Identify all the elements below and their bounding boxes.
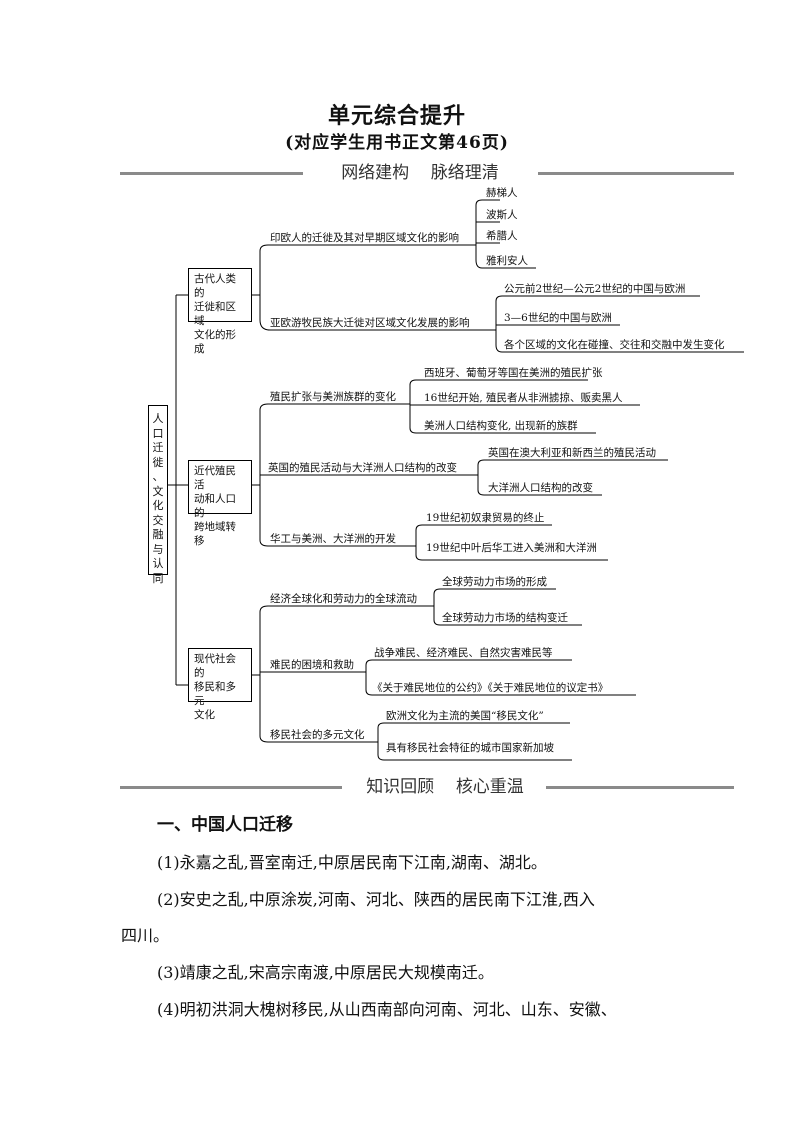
- branch-label-line: 迁徙和区域: [194, 301, 236, 327]
- leaf-node: 各个区域的文化在碰撞、交往和交融中发生变化: [504, 339, 725, 351]
- leaf-node: 3—6世纪的中国与欧洲: [504, 312, 612, 324]
- sub-node: 殖民扩张与美洲族群的变化: [270, 391, 396, 403]
- root-char: 交: [152, 513, 164, 527]
- root-char: 与: [152, 542, 164, 556]
- root-char: 文: [152, 484, 164, 498]
- leaf-node: 战争难民、经济难民、自然灾害难民等: [374, 647, 553, 659]
- banner-rule-right: [546, 786, 734, 789]
- root-char: 认: [152, 557, 164, 570]
- branch-label-line: 文化的形成: [194, 329, 236, 355]
- body-paragraph: (1)永嘉之乱,晋室南迁,中原居民南下江南,湖南、湖北。: [157, 853, 547, 872]
- branch-modern-colonial: 近代殖民活 动和人口的 跨地域转移: [188, 460, 252, 547]
- sub-node: 华工与美洲、大洋洲的开发: [270, 533, 396, 545]
- leaf-node: 《关于难民地位的公约》《关于难民地位的议定书》: [372, 682, 609, 694]
- root-char: 同: [152, 571, 164, 585]
- sub-node: 移民社会的多元文化: [270, 729, 365, 741]
- sub-node: 英国的殖民活动与大洋洲人口结构的改变: [268, 462, 457, 474]
- leaf-node: 19世纪初奴隶贸易的终止: [426, 512, 545, 524]
- leaf-node: 西班牙、葡萄牙等国在美洲的殖民扩张: [424, 367, 603, 379]
- mindmap-root: 人 口 迁 徙 、 文 化 交 融 与 认 同: [148, 405, 168, 585]
- body-paragraph: (4)明初洪洞大槐树移民,从山西南部向河南、河北、山东、安徽、: [157, 1000, 617, 1019]
- branch-contemporary-migration: 现代社会的 移民和多元 文化: [188, 648, 252, 721]
- leaf-node: 希腊人: [486, 230, 518, 242]
- root-char: 迁: [152, 441, 164, 454]
- leaf-node: 波斯人: [486, 209, 518, 221]
- leaf-node: 全球劳动力市场的形成: [442, 576, 547, 588]
- leaf-node: 16世纪开始, 殖民者从非洲掳掠、贩卖黑人: [424, 392, 623, 404]
- banner-right-text: 核心重温: [455, 777, 524, 797]
- leaf-node: 全球劳动力市场的结构变迁: [442, 612, 568, 624]
- branch-label-line: 动和人口的: [194, 493, 236, 519]
- leaf-node: 英国在澳大利亚和新西兰的殖民活动: [488, 447, 656, 459]
- branch-label-line: 文化: [194, 709, 215, 721]
- banner-rule-left: [120, 172, 303, 175]
- sub-node: 印欧人的迁徙及其对早期区域文化的影响: [270, 232, 459, 244]
- branch-ancient-migration: 古代人类的 迁徙和区域 文化的形成: [188, 268, 252, 355]
- banner-rule-right: [538, 172, 734, 175]
- leaf-node: 具有移民社会特征的城市国家新加坡: [386, 742, 554, 754]
- banner-label: 知识回顾 核心重温: [350, 774, 540, 800]
- branch-label-line: 近代殖民活: [194, 465, 236, 491]
- banner-left-text: 知识回顾: [366, 777, 435, 797]
- page-subtitle: (对应学生用书正文第46页): [285, 133, 509, 153]
- banner-left-text: 网络建构: [341, 163, 410, 183]
- leaf-node: 公元前2世纪—公元2世纪的中国与欧洲: [504, 283, 686, 295]
- branch-label-line: 跨地域转移: [194, 521, 236, 547]
- root-char: 口: [152, 426, 164, 440]
- root-char: 徙: [152, 455, 164, 469]
- root-char: 融: [152, 528, 164, 541]
- section-heading: 一、中国人口迁移: [157, 815, 293, 835]
- leaf-node: 大洋洲人口结构的改变: [488, 482, 593, 494]
- branch-label-line: 现代社会的: [194, 653, 236, 679]
- branch-label-line: 古代人类的: [194, 273, 236, 299]
- section-banner-review: 知识回顾 核心重温: [120, 774, 734, 800]
- banner-rule-left: [120, 786, 342, 789]
- body-paragraph: 四川。: [121, 926, 170, 945]
- root-char: 化: [152, 499, 164, 512]
- body-paragraph: (2)安史之乱,中原涂炭,河南、河北、陕西的居民南下江淮,西入: [157, 890, 595, 909]
- leaf-node: 欧洲文化为主流的美国“移民文化”: [386, 710, 544, 722]
- banner-right-text: 脉络理清: [430, 163, 499, 183]
- sub-node: 经济全球化和劳动力的全球流动: [270, 593, 417, 605]
- leaf-node: 19世纪中叶后华工进入美洲和大洋洲: [426, 542, 597, 554]
- sub-node: 难民的困境和救助: [270, 659, 354, 671]
- sub-node: 亚欧游牧民族大迁徙对区域文化发展的影响: [270, 317, 470, 329]
- banner-label: 网络建构 脉络理清: [310, 160, 530, 186]
- page-title: 单元综合提升: [327, 104, 466, 129]
- root-char: 、: [152, 470, 164, 483]
- section-banner-network: 网络建构 脉络理清: [120, 160, 734, 186]
- leaf-node: 赫梯人: [486, 187, 518, 199]
- branch-label-line: 移民和多元: [194, 681, 236, 707]
- body-paragraph: (3)靖康之乱,宋高宗南渡,中原居民大规模南迁。: [157, 963, 494, 982]
- root-char: 人: [152, 412, 164, 425]
- leaf-node: 雅利安人: [486, 255, 528, 267]
- leaf-node: 美洲人口结构变化, 出现新的族群: [424, 420, 578, 432]
